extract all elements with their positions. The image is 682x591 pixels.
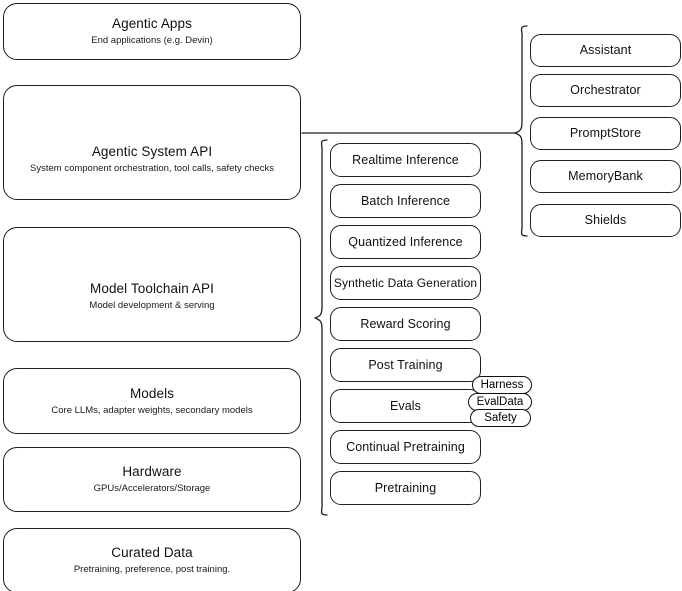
- system-component-shields[interactable]: Shields: [530, 204, 681, 237]
- layer-subtitle: Core LLMs, adapter weights, secondary mo…: [51, 404, 253, 416]
- evals-subcomponent-harness[interactable]: Harness: [472, 376, 532, 394]
- evals-subcomponent-label: Safety: [484, 412, 517, 424]
- toolchain-item-batch-inference[interactable]: Batch Inference: [330, 184, 481, 218]
- layer-subtitle: Pretraining, preference, post training.: [73, 564, 231, 575]
- layer-subtitle: System component orchestration, tool cal…: [30, 163, 274, 174]
- toolchain-item-label: Evals: [389, 398, 422, 413]
- middle-brace-icon: [314, 139, 328, 516]
- toolchain-item-post-training[interactable]: Post Training: [330, 348, 481, 382]
- toolchain-item-evals[interactable]: Evals: [330, 389, 481, 423]
- toolchain-item-label: Pretraining: [374, 480, 437, 495]
- toolchain-item-label: Synthetic Data Generation: [333, 275, 478, 290]
- layer-curated-data[interactable]: Curated Data Pretraining, preference, po…: [3, 528, 301, 591]
- toolchain-item-quantized-inference[interactable]: Quantized Inference: [330, 225, 481, 259]
- toolchain-item-label: Continual Pretraining: [346, 439, 465, 454]
- layer-subtitle: End applications (e.g. Devin): [91, 35, 213, 46]
- evals-subcomponent-label: EvalData: [476, 396, 524, 408]
- system-component-assistant[interactable]: Assistant: [530, 34, 681, 67]
- layer-title: Hardware: [122, 464, 182, 479]
- layer-model-toolchain-api[interactable]: Model Toolchain API Model development & …: [3, 227, 301, 342]
- system-component-promptstore[interactable]: PromptStore: [530, 117, 681, 150]
- toolchain-item-label: Realtime Inference: [352, 152, 459, 167]
- toolchain-item-label: Reward Scoring: [360, 316, 451, 331]
- layer-title: Models: [129, 385, 175, 401]
- toolchain-item-reward-scoring[interactable]: Reward Scoring: [330, 307, 481, 341]
- system-component-label: Assistant: [579, 43, 632, 57]
- toolchain-item-label: Batch Inference: [360, 193, 451, 208]
- system-component-label: Shields: [584, 213, 627, 227]
- layer-subtitle: GPUs/Accelerators/Storage: [93, 483, 211, 494]
- toolchain-item-realtime-inference[interactable]: Realtime Inference: [330, 143, 481, 177]
- system-component-label: MemoryBank: [568, 169, 643, 183]
- toolchain-item-pretraining[interactable]: Pretraining: [330, 471, 481, 505]
- right-brace-icon: [514, 25, 528, 237]
- toolchain-item-label: Quantized Inference: [348, 234, 463, 249]
- layer-models[interactable]: Models Core LLMs, adapter weights, secon…: [3, 368, 301, 434]
- system-component-label: Orchestrator: [570, 83, 641, 97]
- toolchain-item-label: Post Training: [368, 357, 443, 372]
- layer-title: Curated Data: [111, 545, 193, 560]
- toolchain-item-synthetic-data-generation[interactable]: Synthetic Data Generation: [330, 266, 481, 300]
- layer-title: Agentic Apps: [111, 16, 192, 31]
- layer-agentic-apps[interactable]: Agentic Apps End applications (e.g. Devi…: [3, 3, 301, 60]
- evals-subcomponent-label: Harness: [480, 379, 524, 391]
- layer-title: Agentic System API: [91, 144, 213, 159]
- system-component-memorybank[interactable]: MemoryBank: [530, 160, 681, 193]
- layer-hardware[interactable]: Hardware GPUs/Accelerators/Storage: [3, 447, 301, 512]
- layer-agentic-system-api[interactable]: Agentic System API System component orch…: [3, 85, 301, 200]
- system-component-label: PromptStore: [569, 126, 642, 140]
- layer-title: Model Toolchain API: [90, 281, 214, 296]
- layer-subtitle: Model development & serving: [89, 300, 215, 311]
- system-component-orchestrator[interactable]: Orchestrator: [530, 74, 681, 107]
- evals-subcomponent-safety[interactable]: Safety: [470, 409, 531, 427]
- toolchain-item-continual-pretraining[interactable]: Continual Pretraining: [330, 430, 481, 464]
